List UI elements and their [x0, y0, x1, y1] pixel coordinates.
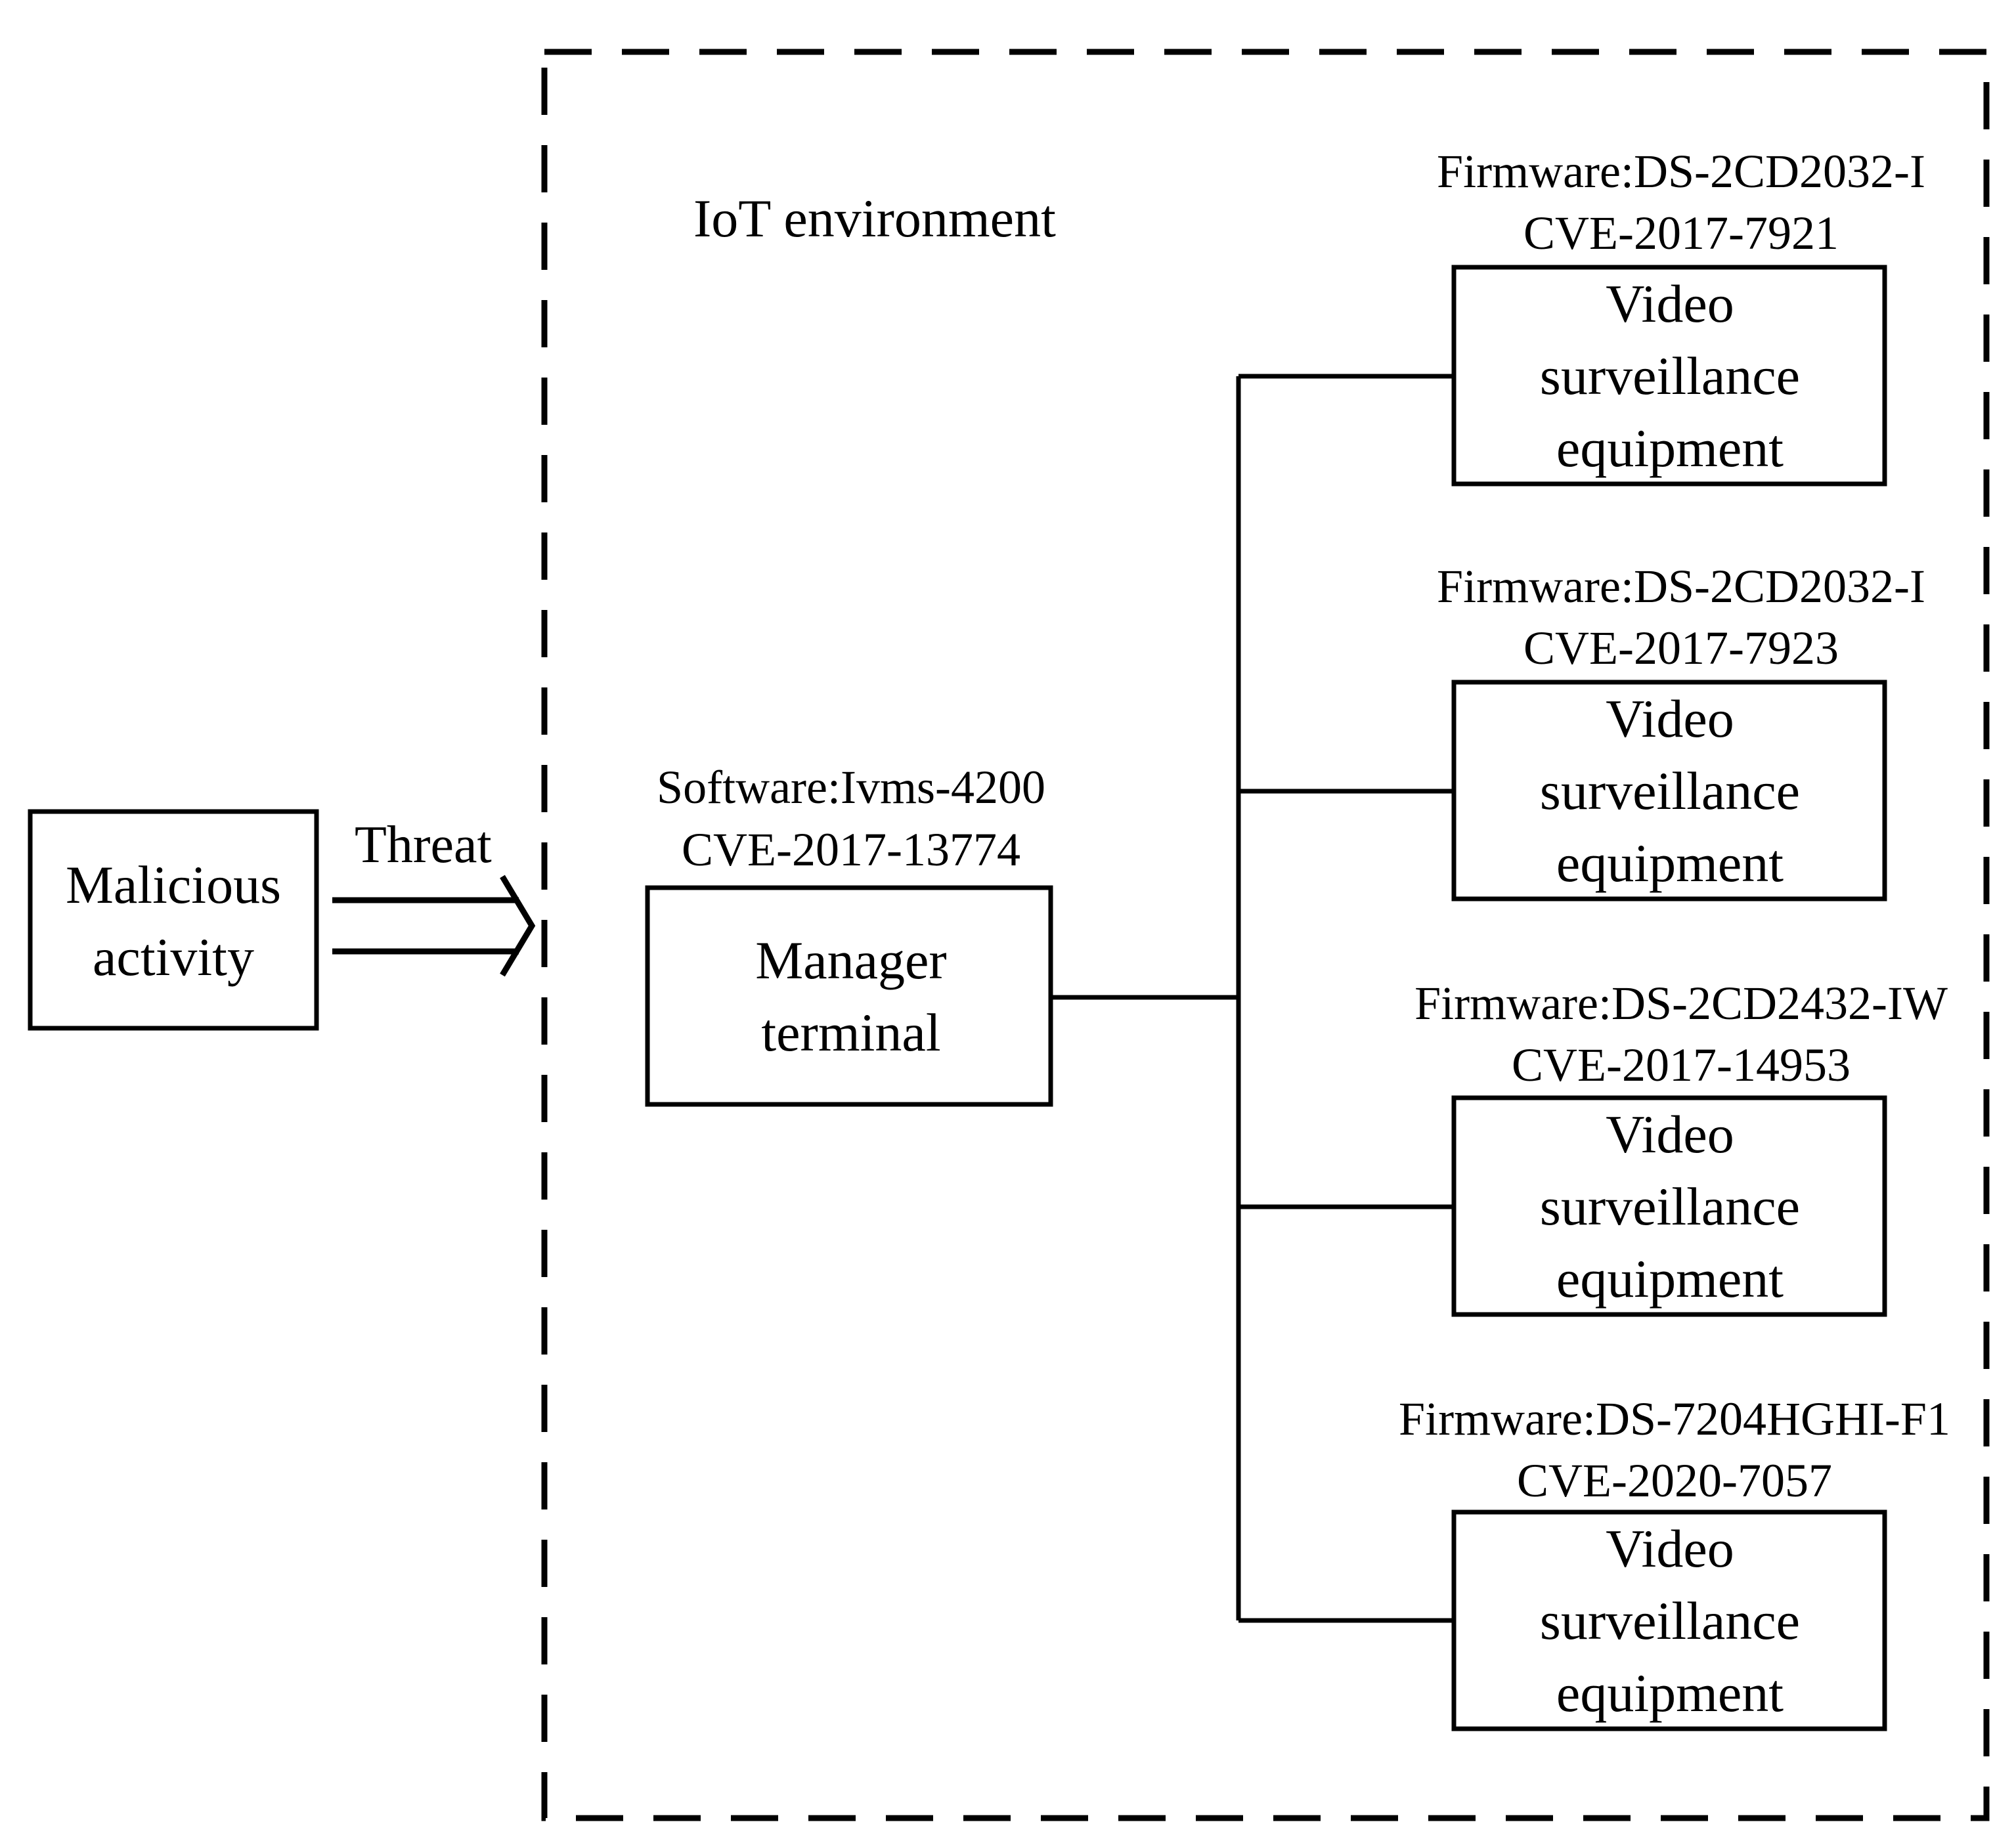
- malicious-activity-box: [28, 809, 319, 1031]
- connector-lines: [1051, 374, 1454, 1623]
- device-2-line3: equipment: [1556, 833, 1784, 893]
- video-surveillance-node-4: Video surveillance equipment: [1451, 1509, 1887, 1731]
- device-3-line3: equipment: [1556, 1249, 1784, 1309]
- malicious-activity-line1: Malicious: [66, 855, 281, 915]
- device-1-box: [1451, 265, 1887, 487]
- device-2-line1: Video: [1606, 689, 1734, 749]
- manager-terminal-line2: terminal: [761, 1003, 940, 1062]
- device-1-line2: surveillance: [1540, 346, 1800, 406]
- device-3-caption-cve: CVE-2017-14953: [1512, 1039, 1851, 1091]
- manager-caption-cve: CVE-2017-13774: [682, 823, 1020, 876]
- device-4-line2: surveillance: [1540, 1591, 1800, 1651]
- iot-environment-boundary: [541, 49, 1990, 1821]
- device-4-line3: equipment: [1556, 1663, 1784, 1723]
- device-1-line1: Video: [1606, 274, 1734, 334]
- device-3-caption-firmware: Firmware:DS-2CD2432-IW: [1414, 977, 1948, 1030]
- device-3-line1: Video: [1606, 1104, 1734, 1164]
- manager-terminal-box: [645, 885, 1053, 1107]
- manager-caption-software: Software:Ivms-4200: [657, 761, 1045, 814]
- iot-environment-label: IoT environment: [693, 188, 1056, 248]
- manager-terminal-node: Manager terminal: [645, 885, 1053, 1107]
- device-4-caption-firmware: Firmware:DS-7204HGHI-F1: [1399, 1393, 1950, 1445]
- device-3-box: [1451, 1095, 1887, 1317]
- malicious-activity-node: Malicious activity: [28, 809, 319, 1031]
- video-surveillance-node-2: Video surveillance equipment: [1451, 680, 1887, 901]
- device-4-line1: Video: [1606, 1519, 1734, 1578]
- manager-terminal-line1: Manager: [755, 930, 946, 990]
- device-3-line2: surveillance: [1540, 1177, 1800, 1236]
- video-surveillance-node-3: Video surveillance equipment: [1451, 1095, 1887, 1317]
- device-2-box: [1451, 680, 1887, 901]
- threat-label: Threat: [355, 816, 492, 874]
- device-1-line3: equipment: [1556, 418, 1784, 478]
- device-2-line2: surveillance: [1540, 761, 1800, 821]
- device-1-caption-cve: CVE-2017-7921: [1523, 207, 1839, 259]
- device-4-caption-cve: CVE-2020-7057: [1517, 1454, 1832, 1507]
- video-surveillance-node-1: Video surveillance equipment: [1451, 265, 1887, 487]
- device-1-caption-firmware: Firmware:DS-2CD2032-I: [1437, 145, 1925, 198]
- malicious-activity-line2: activity: [93, 927, 254, 987]
- threat-arrow: [332, 875, 536, 977]
- device-2-caption-cve: CVE-2017-7923: [1523, 622, 1839, 674]
- device-2-caption-firmware: Firmware:DS-2CD2032-I: [1437, 560, 1925, 613]
- device-4-box: [1451, 1509, 1887, 1731]
